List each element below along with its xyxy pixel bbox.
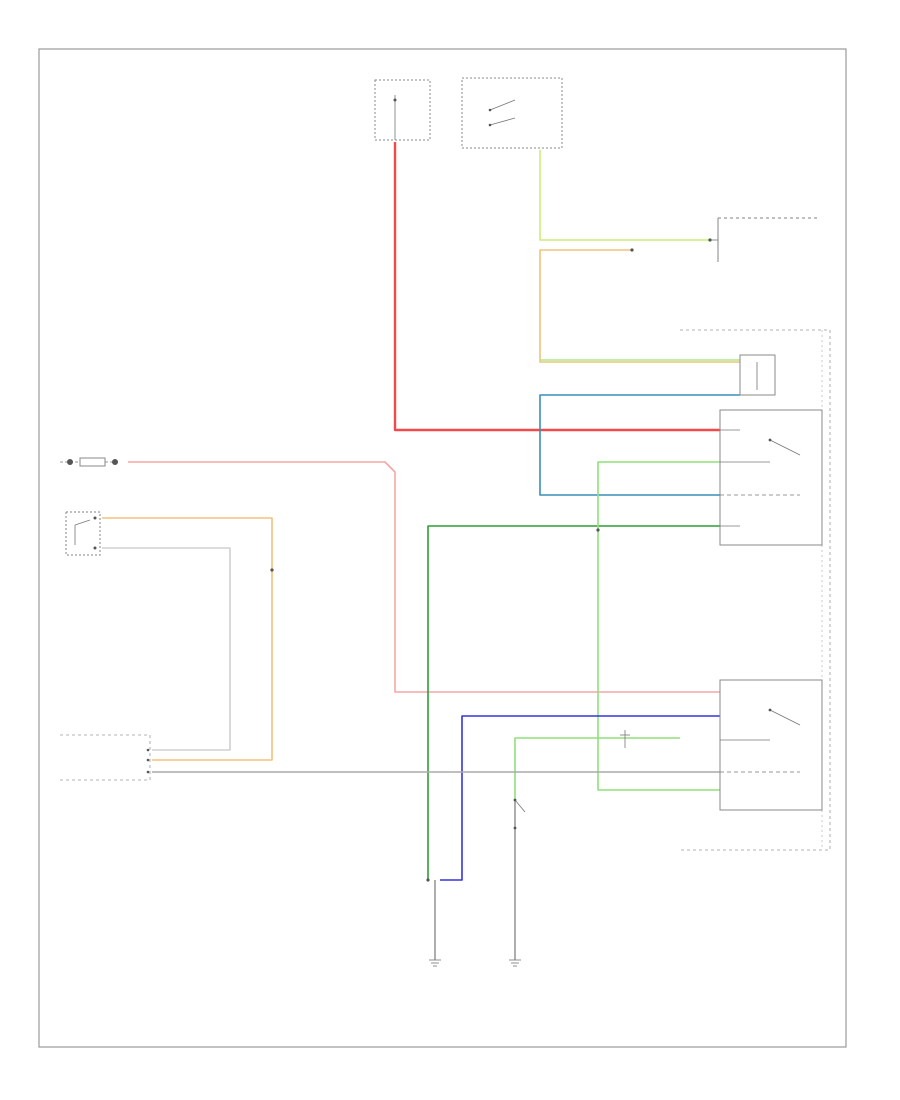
- wire-blue-teal: [539, 394, 740, 496]
- relay-upper: [719, 409, 823, 546]
- wire-blue: [440, 715, 735, 881]
- sensor-switch: [620, 730, 630, 748]
- ignition-switch: [461, 77, 563, 149]
- wire-green-main: [427, 525, 720, 880]
- wire-gray-brake: [102, 547, 231, 751]
- splice-dot: [426, 878, 430, 882]
- control-module: [710, 217, 818, 262]
- wire-red-upper: [393, 142, 720, 432]
- wire-red-battery: [128, 461, 720, 693]
- dashed-region-outline: [680, 329, 831, 851]
- ground-left: [429, 959, 441, 967]
- brake-switch: [65, 511, 101, 556]
- splice-dot: [596, 528, 600, 532]
- relay-small: [739, 354, 776, 396]
- splice-dot: [630, 248, 634, 252]
- pedal-sensor: [513, 798, 526, 830]
- relay-lower: [719, 679, 823, 811]
- wire-orange-ign: [539, 249, 740, 363]
- wire-orange-brake: [102, 517, 273, 761]
- ground-right: [509, 959, 521, 967]
- battery: [60, 457, 120, 467]
- splice-dot: [270, 568, 274, 572]
- wire-green-light: [597, 461, 720, 791]
- diagram-frame: [38, 48, 847, 1048]
- powertrain-control-module: [60, 734, 151, 781]
- wire-light-green-ign: [539, 150, 710, 241]
- fuse-box-top: [374, 79, 431, 141]
- splice-dot: [708, 238, 712, 242]
